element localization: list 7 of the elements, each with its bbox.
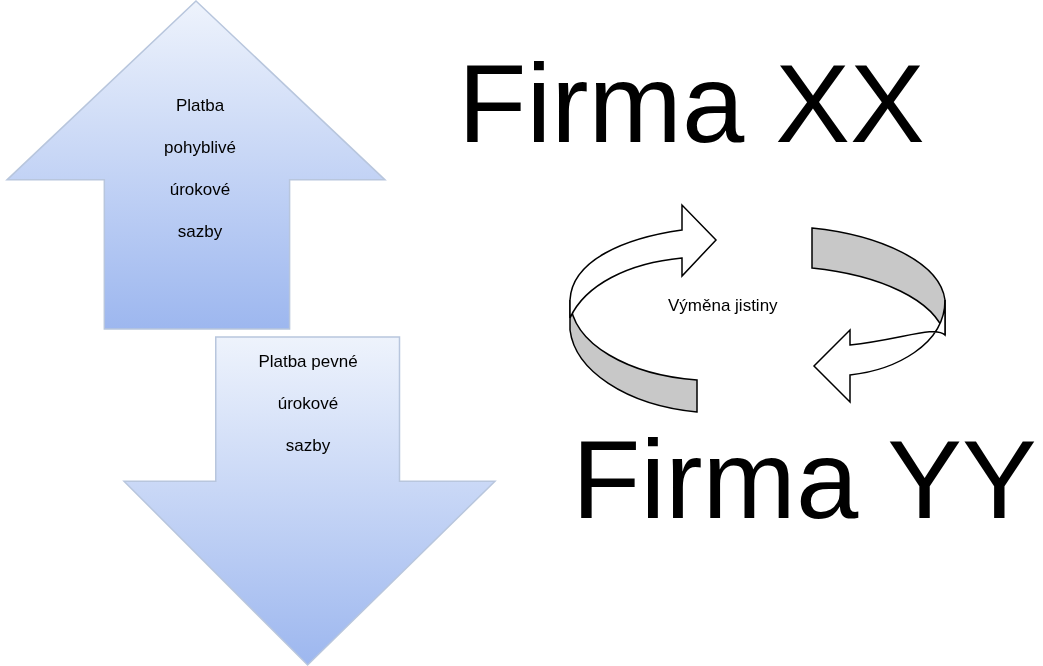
arrow-label: Platba pohyblivé úrokové sazby <box>163 95 237 243</box>
company-name: Firma XX <box>458 40 925 168</box>
company-name: Firma YY <box>572 416 1037 544</box>
down-arrow-shape <box>122 336 497 666</box>
cycle-label: Výměna jistiny <box>668 296 778 316</box>
arrow-label: Platba pevné úrokové sazby <box>258 351 358 457</box>
up-arrow-shape <box>5 0 387 330</box>
